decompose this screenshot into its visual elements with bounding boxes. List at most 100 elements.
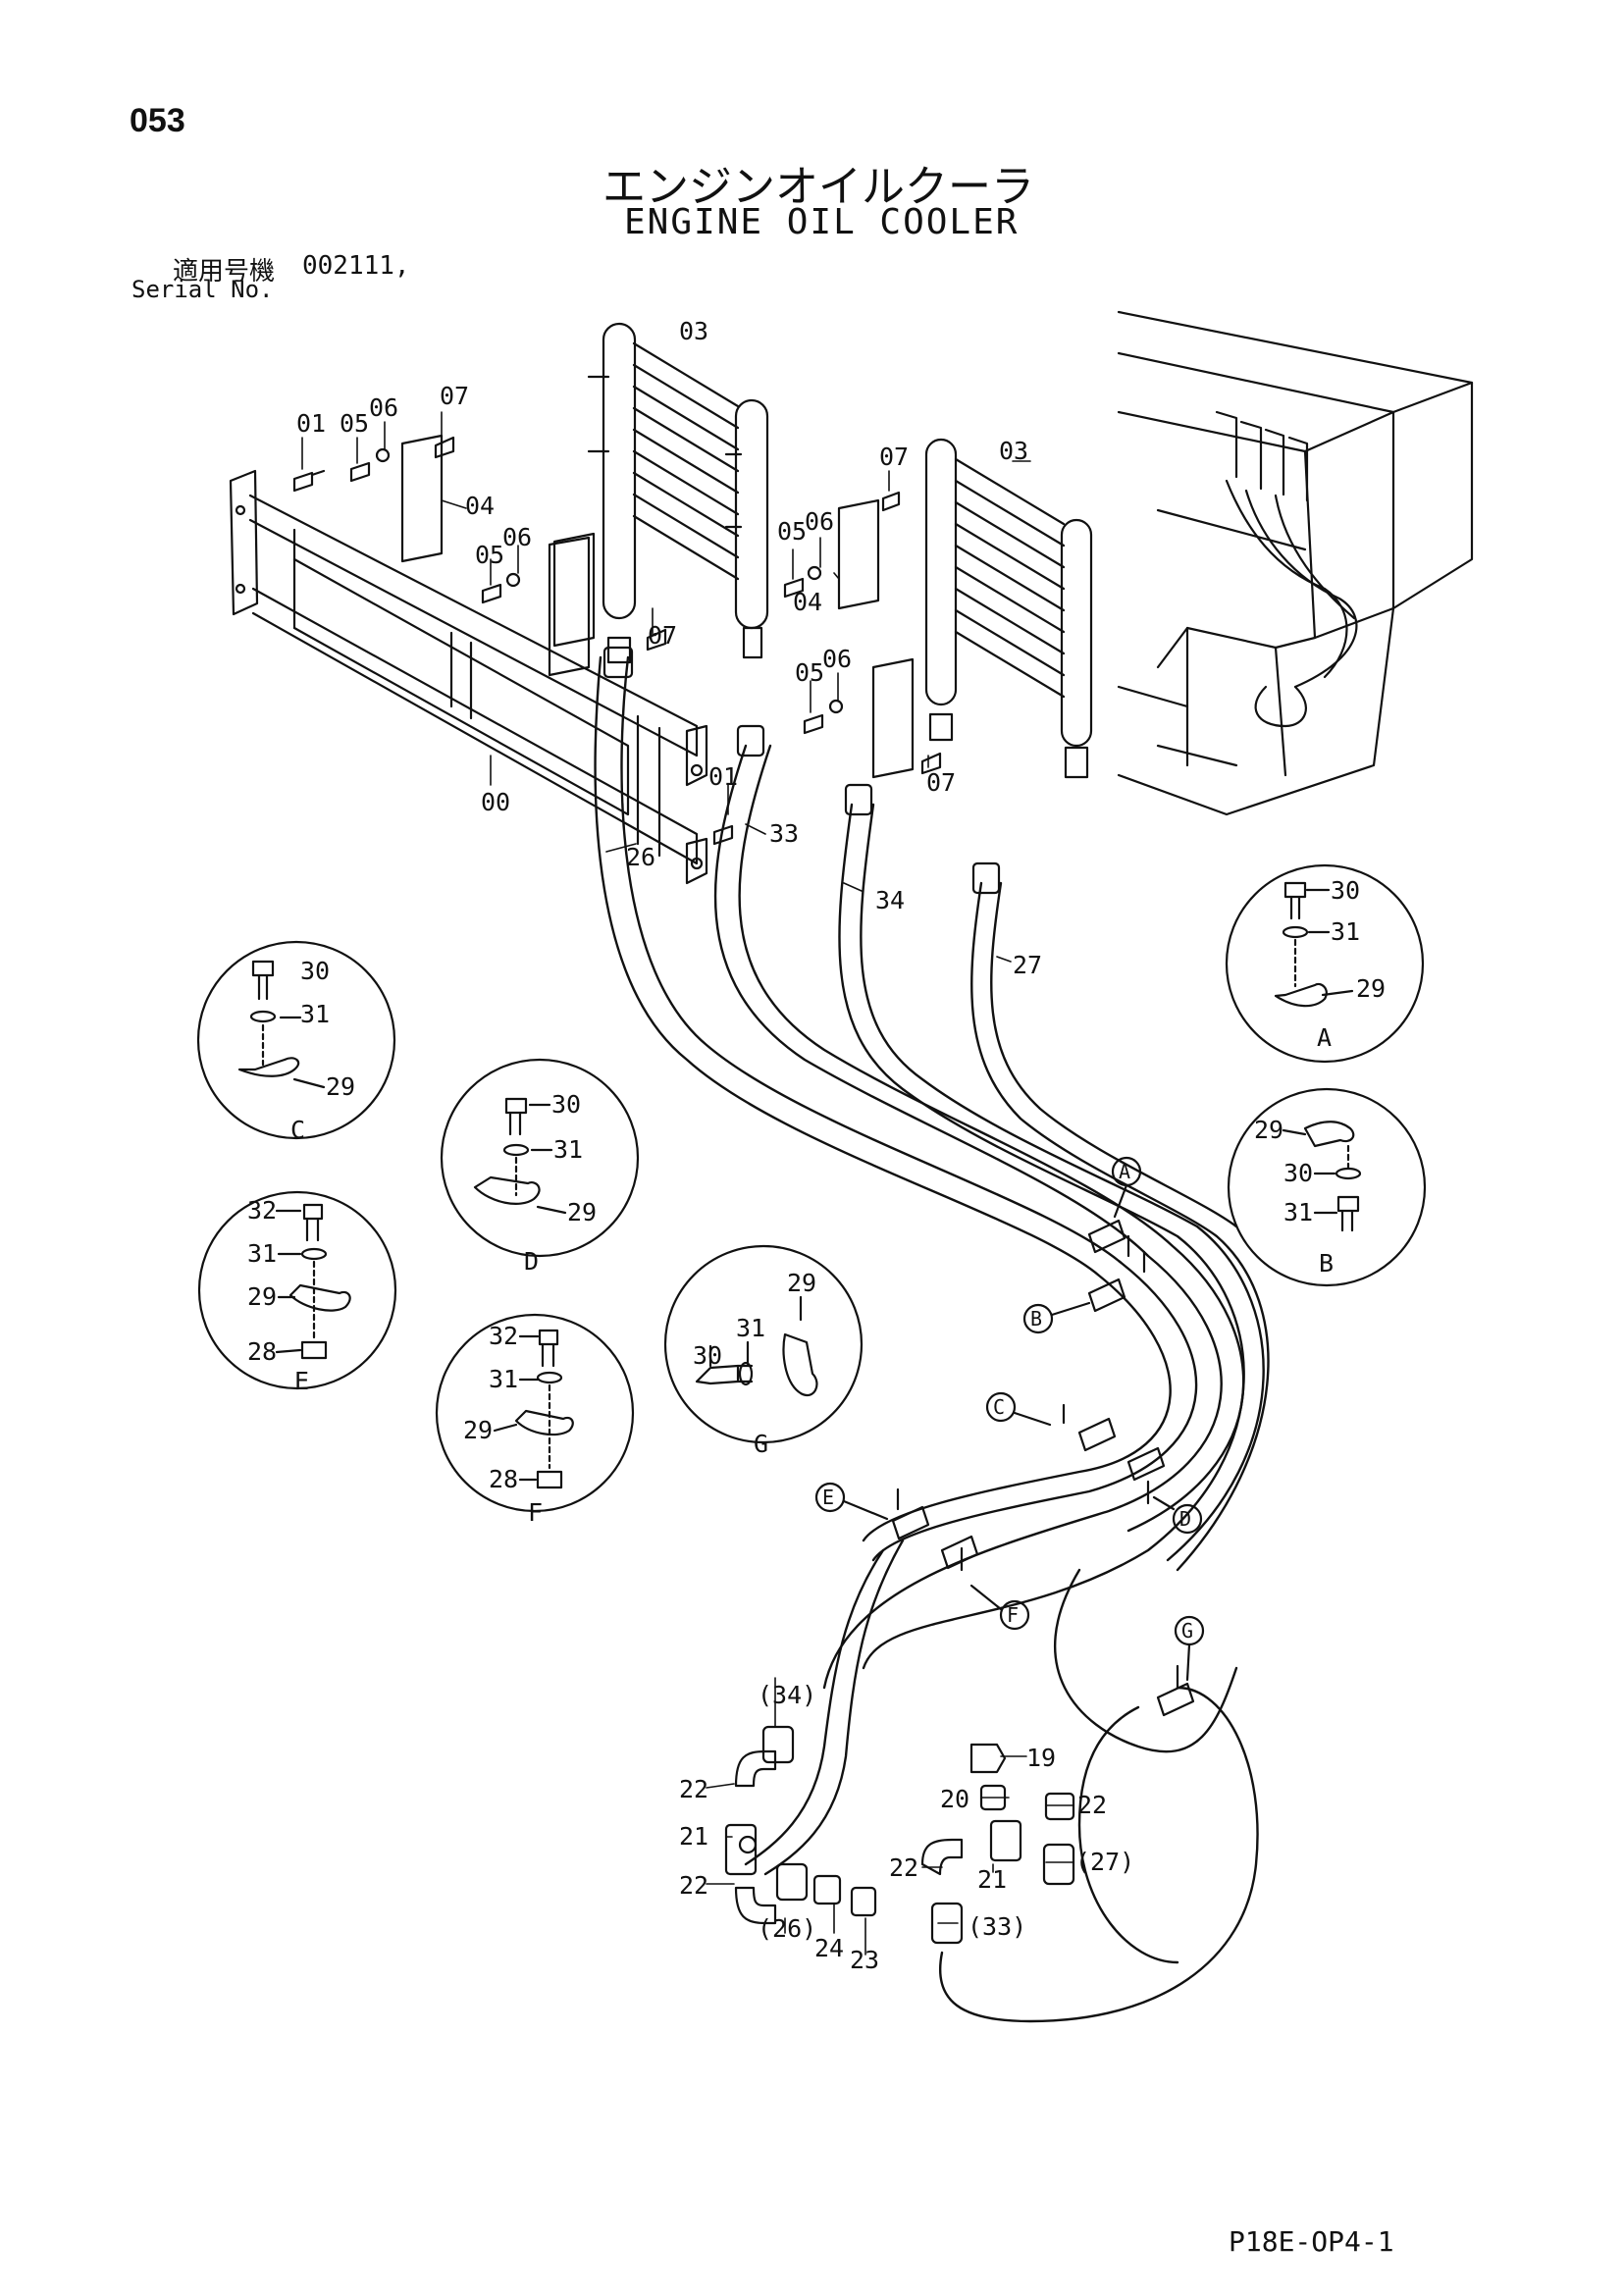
detail-d-label: D: [524, 1247, 539, 1276]
callout-21a: 21: [679, 1822, 708, 1851]
callout-labels: 03 03 01 05 06 07 04 05 06 07 07 05 06 0…: [296, 317, 1134, 1974]
page-number: 053: [130, 102, 185, 139]
callout-22c: 22: [679, 1871, 708, 1900]
clamp-marker-f: F: [1007, 1603, 1019, 1627]
serial-value: 002111,: [302, 251, 410, 281]
detail-c-part-31: 31: [300, 1000, 330, 1028]
detail-b-part-31: 31: [1283, 1198, 1313, 1226]
clamps: [891, 1219, 1195, 1717]
mounting-frame: [229, 469, 708, 885]
detail-c-part-29: 29: [326, 1072, 355, 1101]
callout-05b: 05: [475, 541, 504, 569]
detail-a-part-31: 31: [1331, 917, 1360, 946]
callout-03a: 03: [679, 317, 708, 345]
callout-21b: 21: [977, 1865, 1007, 1894]
detail-e-part-31: 31: [247, 1239, 277, 1268]
bracket-04a: [400, 434, 444, 563]
clamp-marker-e: E: [822, 1486, 834, 1509]
detail-d-part-29: 29: [567, 1198, 597, 1226]
detail-f-label: F: [528, 1498, 543, 1527]
serial-label-english: Serial No.: [131, 276, 274, 303]
callout-22b: 22: [679, 1775, 708, 1803]
detail-b-part-30: 30: [1283, 1159, 1313, 1187]
detail-a-part-30: 30: [1331, 876, 1360, 905]
callout-07a: 07: [440, 382, 469, 410]
reference-code: P18E-OP4-1: [1229, 2225, 1394, 2258]
lower-fittings: [724, 1743, 1075, 1925]
clamp-marker-c: C: [993, 1395, 1005, 1419]
engine-block: [1117, 310, 1474, 816]
detail-labels: 30 31 29 C 30 31 29 A 29 30 31 B 30 31 2…: [247, 876, 1386, 1527]
callout-05a: 05: [340, 409, 369, 438]
detail-a-label: A: [1317, 1023, 1332, 1052]
detail-g-label: G: [754, 1430, 768, 1458]
callout-07b: 07: [648, 621, 677, 650]
detail-e-label: E: [294, 1367, 309, 1395]
clamp-marker-b: B: [1030, 1307, 1042, 1331]
detail-a-part-29: 29: [1356, 974, 1386, 1003]
clamp-marker-g: G: [1181, 1619, 1193, 1643]
callout-03b: 03: [999, 437, 1028, 465]
callout-06d: 06: [822, 645, 852, 673]
callout-33: 33: [769, 819, 799, 848]
callout-27: 27: [1013, 951, 1042, 979]
detail-e-part-29: 29: [247, 1282, 277, 1311]
bracket-04c: [837, 498, 880, 610]
bolts-and-washers: [292, 436, 942, 846]
callout-34-ref: (34): [758, 1681, 816, 1709]
callout-06b: 06: [502, 523, 532, 551]
detail-d-part-31: 31: [553, 1135, 583, 1164]
detail-e-part-32: 32: [247, 1196, 277, 1225]
callout-22d: 22: [889, 1853, 918, 1882]
detail-c-label: C: [290, 1116, 305, 1144]
callout-04b: 04: [793, 588, 822, 616]
detail-g-part-29: 29: [787, 1269, 816, 1297]
oil-cooler-left: [587, 322, 769, 664]
callout-07d: 07: [926, 768, 956, 797]
callout-04a: 04: [465, 492, 495, 520]
callout-06c: 06: [805, 507, 834, 536]
hose-fittings: [602, 646, 1075, 1945]
callout-27-ref: (27): [1075, 1848, 1134, 1876]
clamp-marker-a: A: [1119, 1160, 1130, 1183]
bracket-04b: [552, 532, 596, 648]
leader-lines: [301, 411, 1074, 1956]
callout-00: 00: [481, 788, 510, 816]
callout-07c: 07: [879, 443, 909, 471]
callout-34: 34: [875, 886, 905, 914]
detail-g-part-30: 30: [693, 1341, 722, 1370]
bracket-lower-right: [871, 657, 915, 779]
callout-33-ref: (33): [968, 1912, 1026, 1941]
detail-circles: [196, 863, 1427, 1513]
callout-05c: 05: [777, 517, 807, 546]
callout-22a: 22: [1077, 1791, 1107, 1819]
detail-b-label: B: [1319, 1249, 1334, 1278]
callout-01a: 01: [296, 409, 326, 438]
detail-f-part-28: 28: [489, 1465, 518, 1493]
callout-26: 26: [626, 843, 655, 871]
detail-d-part-30: 30: [551, 1090, 581, 1119]
serial-label-japanese: 適用号機: [173, 257, 276, 287]
detail-f-part-32: 32: [489, 1322, 518, 1350]
title-english: ENGINE OIL COOLER: [624, 202, 1020, 242]
callout-01b: 01: [708, 762, 738, 791]
oil-cooler-right: [924, 438, 1093, 779]
detail-b-part-29: 29: [1254, 1116, 1283, 1144]
detail-parts: [237, 881, 1362, 1489]
callout-23: 23: [850, 1946, 879, 1974]
callout-24: 24: [814, 1934, 844, 1962]
clamp-marker-circles: [814, 1156, 1205, 1682]
callout-19: 19: [1026, 1744, 1056, 1772]
detail-f-part-29: 29: [463, 1416, 493, 1444]
clamp-marker-labels: A B C D E F G: [822, 1160, 1193, 1643]
detail-f-part-31: 31: [489, 1365, 518, 1393]
hoses: [594, 655, 1270, 2023]
clamp-marker-d: D: [1179, 1507, 1191, 1531]
detail-g-part-31: 31: [736, 1314, 765, 1342]
callout-05d: 05: [795, 658, 824, 687]
callout-20: 20: [940, 1785, 969, 1813]
callout-06a: 06: [369, 393, 398, 422]
detail-c-part-30: 30: [300, 957, 330, 985]
callout-26-ref: (26): [758, 1914, 816, 1943]
